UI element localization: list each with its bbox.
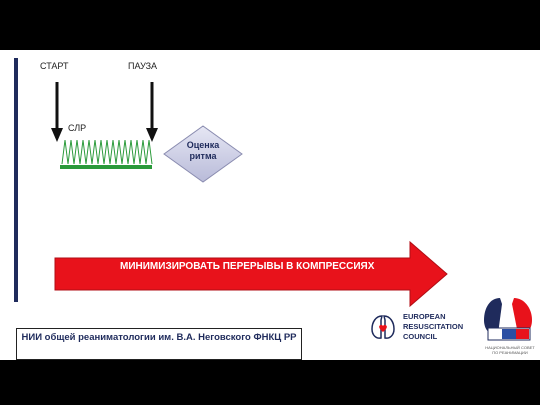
ncr-caption: НАЦИОНАЛЬНЫЙ СОВЕТ ПО РЕАНИМАЦИИ — [485, 345, 535, 355]
start-label: СТАРТ — [40, 61, 69, 71]
cpr-label: СЛР — [68, 123, 87, 133]
erc-line-3: COUNCIL — [403, 332, 438, 341]
pause-arrow — [146, 82, 158, 142]
cpr-baseline — [60, 165, 152, 169]
cpr-diagram — [51, 82, 448, 308]
start-arrow — [51, 82, 63, 142]
footer-institution-box: НИИ общей реаниматологии им. В.А. Неговс… — [16, 328, 302, 360]
footer-institution-text: НИИ общей реаниматологии им. В.А. Неговс… — [21, 332, 297, 343]
rhythm-check-diamond — [163, 125, 243, 183]
erc-logo-text: EUROPEAN RESUSCITATION COUNCIL — [403, 312, 463, 342]
erc-line-1: EUROPEAN — [403, 312, 446, 321]
slide: СТАРТ ПАУЗА СЛР Оценка ритма МИНИМИЗИРОВ… — [0, 50, 540, 360]
erc-lungs-heart-icon — [371, 315, 395, 339]
pause-label: ПАУЗА — [128, 61, 158, 71]
minimize-interruptions-arrow — [54, 240, 448, 308]
erc-line-2: RESUSCITATION — [403, 322, 464, 331]
ncr-logo-icon — [484, 298, 532, 341]
left-accent-bar — [14, 58, 18, 302]
rhythm-check-label: Оценка ритма — [186, 140, 220, 161]
cpr-compression-wave — [61, 139, 153, 165]
minimize-interruptions-text: МИНИМИЗИРОВАТЬ ПЕРЕРЫВЫ В КОМПРЕССИЯХ — [120, 261, 375, 272]
